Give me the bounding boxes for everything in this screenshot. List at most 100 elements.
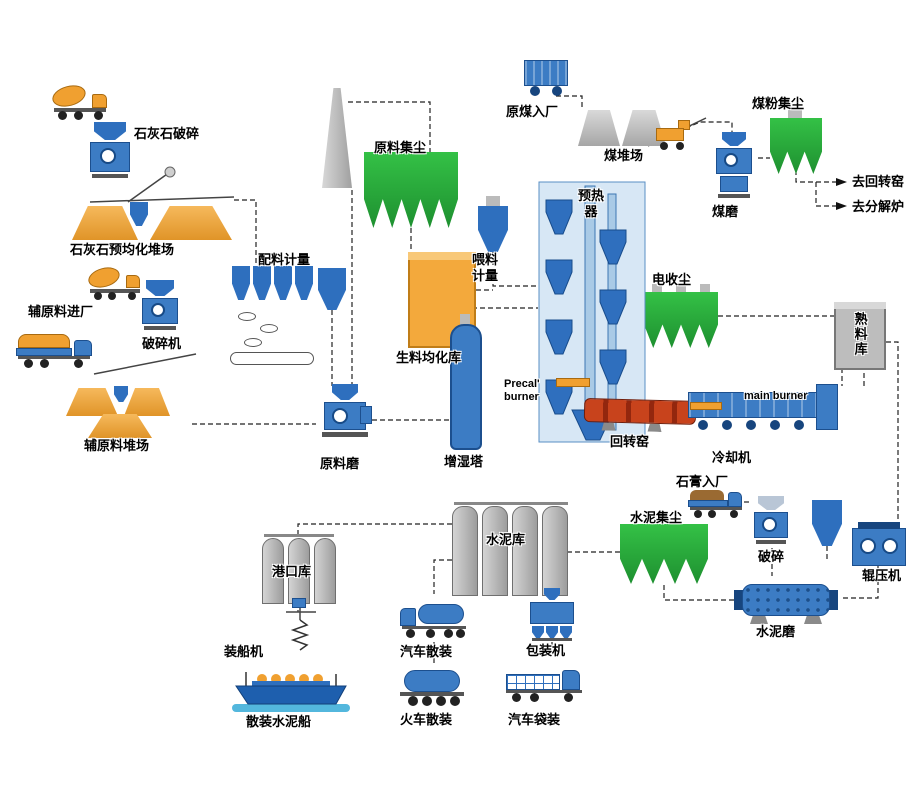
label-aux-material-yard: 辅原料堆场 <box>84 438 150 453</box>
bulk-cement-ship <box>232 666 350 714</box>
batching-bins <box>232 266 314 302</box>
aux-crusher <box>140 280 180 336</box>
wagon-wheel <box>422 696 432 706</box>
crusher-base <box>756 540 786 544</box>
mill-shell <box>742 584 830 616</box>
truck-wheel <box>730 510 738 518</box>
truck-wheel <box>530 693 539 702</box>
ship-graphic <box>232 672 350 712</box>
truck-cab <box>92 94 107 108</box>
silo-unit <box>482 506 508 596</box>
limestone-yard-piles <box>72 202 232 240</box>
silo-top-frame <box>454 502 568 505</box>
rotary-kiln <box>583 394 697 433</box>
bag-load <box>506 674 560 690</box>
bag-filter-body <box>364 152 458 228</box>
label-port-silo: 港口库 <box>272 564 312 579</box>
press-top-plate <box>858 522 900 529</box>
ship-loader <box>292 598 308 610</box>
humidifying-tower <box>450 314 482 450</box>
bag-filter-body <box>620 524 708 584</box>
machine-roller <box>552 86 562 96</box>
stockpile <box>124 388 170 416</box>
dosing-bin <box>295 266 313 300</box>
crusher-hopper <box>94 122 126 140</box>
label-bulk-cement-ship: 散装水泥船 <box>246 714 312 729</box>
stacker-funnel <box>114 386 128 402</box>
cooler-wheel <box>722 420 732 430</box>
chimney-body <box>322 88 352 188</box>
wagon-frame <box>400 692 464 696</box>
truck-chassis <box>18 356 90 359</box>
label-limestone-yard: 石灰石预均化堆场 <box>70 242 175 257</box>
roller <box>244 338 262 347</box>
feeder-stub <box>486 196 500 206</box>
silo-unit <box>512 506 538 596</box>
coal-mill <box>710 132 758 202</box>
label-cement-dust: 水泥集尘 <box>630 510 683 525</box>
truck-cargo <box>18 334 70 348</box>
mill-journal <box>828 590 838 610</box>
label-coal-dust: 煤粉集尘 <box>752 96 805 111</box>
truck-wheel <box>444 629 453 638</box>
feed-metering-bin <box>478 196 508 252</box>
kiln-shell <box>583 398 697 425</box>
label-raw-coal-in: 原煤入厂 <box>506 104 559 119</box>
packer-hopper <box>544 588 560 600</box>
roller-press <box>852 522 906 566</box>
tower-pipe <box>460 314 470 326</box>
mill-side-box <box>360 406 372 424</box>
loader-wheel <box>660 142 668 150</box>
electrostatic-precipitator <box>644 284 718 348</box>
cooler-wheel <box>746 420 756 430</box>
stockpile <box>88 414 152 438</box>
truck-wheel <box>24 359 33 368</box>
label-to-rotary-kiln: 去回转窑 <box>852 174 905 189</box>
packer-body <box>530 602 574 624</box>
label-to-calciner: 去分解炉 <box>852 199 905 214</box>
esp-insulator <box>700 284 710 292</box>
packer-spout <box>532 626 544 638</box>
packer-spout <box>546 626 558 638</box>
mixer-drum <box>86 264 122 291</box>
crusher-wheel <box>762 517 777 532</box>
label-truck-bagged: 汽车袋装 <box>508 712 561 727</box>
esp-insulator <box>676 284 686 292</box>
silo-unit <box>452 506 478 596</box>
cement-silos <box>452 502 570 596</box>
truck-bed <box>688 500 728 507</box>
wagon-wheel <box>450 696 460 706</box>
batching-rollers <box>230 310 316 368</box>
silo-body <box>834 302 886 370</box>
filter-stub <box>788 110 802 118</box>
precalciner-burner <box>556 378 590 387</box>
mill-base <box>322 432 368 437</box>
truck-cab <box>400 608 416 626</box>
label-coal-mill: 煤磨 <box>712 204 739 219</box>
roller <box>238 312 256 321</box>
feed-bin-right <box>318 268 346 310</box>
truck-wheel <box>94 111 103 120</box>
label-rotary-kiln: 回转窑 <box>610 434 650 449</box>
truck-chassis <box>690 507 742 510</box>
tower-body <box>450 324 482 450</box>
tank-body <box>418 604 464 624</box>
cement-mill <box>734 574 838 626</box>
dosing-bin <box>274 266 292 300</box>
coal-dust-collector <box>770 110 822 174</box>
truck-wheel <box>708 510 716 518</box>
label-cement-mill: 水泥磨 <box>756 624 796 639</box>
main-burner <box>690 402 722 410</box>
bin-shape <box>318 268 346 310</box>
truck-wheel <box>128 292 136 300</box>
silo-unit <box>542 506 568 596</box>
truck-cab <box>74 340 92 356</box>
esp-body <box>644 292 718 348</box>
crusher-base <box>92 174 128 178</box>
roller <box>260 324 278 333</box>
truck-cab <box>126 275 140 288</box>
label-gypsum-in: 石膏入厂 <box>676 474 729 489</box>
bin-shape <box>812 500 842 546</box>
gypsum-truck <box>686 484 746 520</box>
label-cooler: 冷却机 <box>712 450 752 465</box>
